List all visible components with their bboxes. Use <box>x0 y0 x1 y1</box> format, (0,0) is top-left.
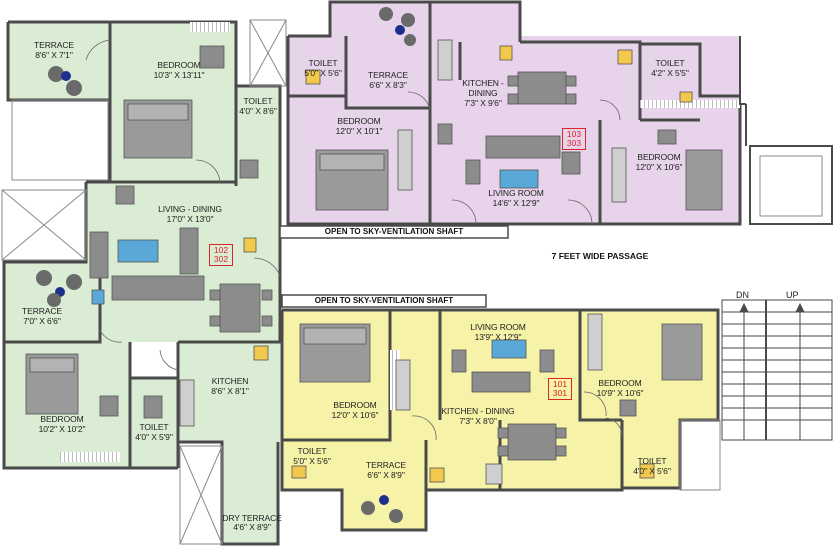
yellow-window <box>390 350 400 410</box>
green-fill-toilet-bot <box>130 378 178 468</box>
yellow-unit <box>280 308 720 532</box>
shaft-label-bottom: OPEN TO SKY-VENTILATION SHAFT <box>314 296 454 305</box>
lift-shaft-inner <box>759 155 823 217</box>
yellow-fill-terrace <box>342 440 426 530</box>
shaft-band-top <box>279 225 509 239</box>
shaft-band-bottom <box>281 294 487 308</box>
green-unit <box>2 20 282 546</box>
staircase <box>721 299 833 441</box>
stair-down-label: DN <box>736 290 749 300</box>
green-fill-terrace-top <box>8 22 110 100</box>
green-fill-dry-terrace <box>222 442 278 544</box>
passage-label: 7 FEET WIDE PASSAGE <box>551 251 649 261</box>
lift-shaft <box>749 145 833 225</box>
green-balcony-rail-2 <box>60 452 120 462</box>
stair-up-label: UP <box>786 290 799 300</box>
pink-fill-top <box>330 2 520 42</box>
pink-window <box>640 100 740 108</box>
shaft-label-top: OPEN TO SKY-VENTILATION SHAFT <box>324 227 464 236</box>
pink-unit <box>286 0 742 226</box>
green-balcony-rail <box>190 22 230 32</box>
